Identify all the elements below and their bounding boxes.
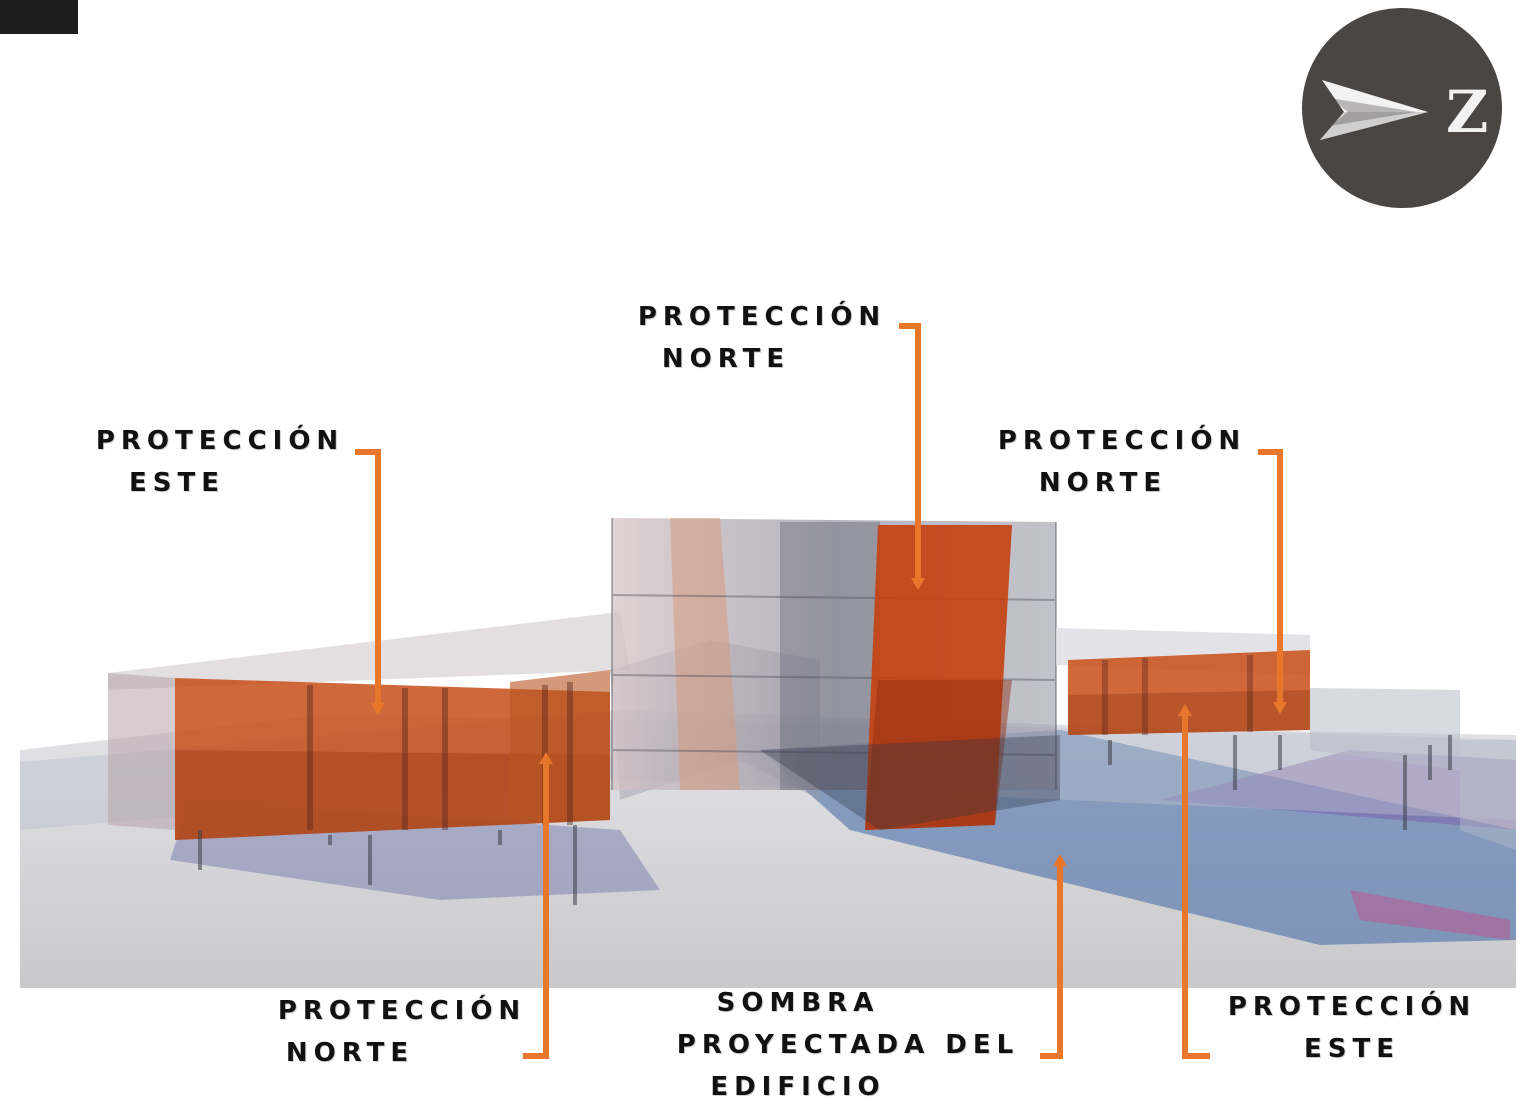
label-line: EDIFICIO: [710, 1072, 886, 1102]
label-line: ESTE: [1304, 1034, 1400, 1064]
north-compass-icon: Z: [1302, 8, 1502, 208]
label-line: PROTECCIÓN: [637, 302, 887, 332]
label-east-protection-bottom-right: PROTECCIÓN ESTE: [1202, 986, 1502, 1070]
label-line: PROTECCIÓN: [1227, 992, 1477, 1022]
label-north-protection-bottom: PROTECCIÓN NORTE: [252, 990, 552, 1074]
building-render: [20, 500, 1516, 988]
label-projected-shadow: SOMBRA PROYECTADA DEL EDIFICIO: [648, 982, 1048, 1104]
corner-tab: [0, 0, 78, 34]
label-line: PROTECCIÓN: [95, 426, 345, 456]
label-line: PROYECTADA DEL: [676, 1030, 1020, 1060]
label-north-protection-right: PROTECCIÓN NORTE: [972, 420, 1272, 504]
label-line: PROTECCIÓN: [997, 426, 1247, 456]
label-line: PROTECCIÓN: [277, 996, 527, 1026]
label-line: ESTE: [129, 468, 225, 498]
label-line: NORTE: [1038, 468, 1168, 498]
label-line: NORTE: [661, 344, 791, 374]
label-north-protection-tower: PROTECCIÓN NORTE: [612, 296, 912, 380]
label-line: NORTE: [285, 1038, 415, 1068]
shadow-right: [1160, 750, 1516, 830]
label-line: SOMBRA: [716, 988, 880, 1018]
compass-letter: Z: [1446, 78, 1488, 146]
tower-orange-band: [865, 525, 1012, 830]
label-east-protection-left: PROTECCIÓN ESTE: [70, 420, 370, 504]
